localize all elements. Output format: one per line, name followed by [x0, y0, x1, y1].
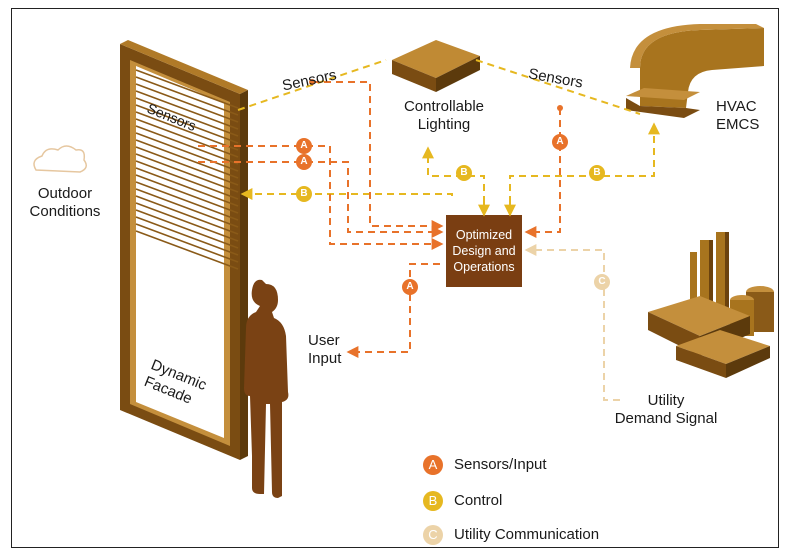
badge-a-2: A: [296, 154, 312, 170]
sensor-path-facade-2: [198, 161, 444, 238]
person-silhouette: [244, 279, 289, 498]
sensor-path-lighting: [312, 81, 444, 232]
lighting-fixture-icon: [392, 40, 480, 92]
dynamic-facade: [120, 40, 248, 460]
control-path-facade: [240, 188, 453, 200]
legend-label-c: Utility Communication: [454, 526, 600, 543]
badge-c-1: C: [594, 274, 610, 290]
control-path-lighting: [422, 146, 485, 215]
utility-label: Utility Demand Signal: [614, 392, 718, 427]
lighting-label: Controllable Lighting: [403, 98, 485, 133]
user-input-label: User Input: [308, 332, 342, 367]
sensor-path-facade-1: [198, 145, 444, 250]
legend-label-b: Control: [454, 492, 503, 509]
hvac-duct-icon: [626, 24, 764, 118]
legend-badge-a: A: [423, 455, 443, 475]
legend-badge-b: B: [423, 491, 443, 511]
badge-b-3: B: [589, 165, 605, 181]
legend-badge-c: C: [423, 525, 443, 545]
badge-a-3: A: [552, 134, 568, 150]
sensor-path-hvac: [524, 108, 561, 238]
utility-path: [524, 244, 620, 401]
badge-b-2: B: [456, 165, 472, 181]
optimized-box: [446, 215, 522, 287]
legend-label-a: Sensors/Input: [454, 456, 547, 473]
figure-border: [11, 8, 779, 548]
outdoor-label: Outdoor Conditions: [29, 185, 101, 220]
cloud-icon: [33, 145, 87, 173]
optimized-label: Optimized Design and Operations: [452, 228, 516, 274]
hvac-label: HVAC EMCS: [716, 98, 760, 133]
sensor-line-right: [475, 59, 641, 115]
power-plant-icon: [648, 232, 774, 378]
badge-b-1: B: [296, 186, 312, 202]
user-input-path: [346, 263, 440, 358]
control-path-hvac: [509, 122, 660, 215]
badge-a-4: A: [402, 279, 418, 295]
badge-a-1: A: [296, 138, 312, 154]
